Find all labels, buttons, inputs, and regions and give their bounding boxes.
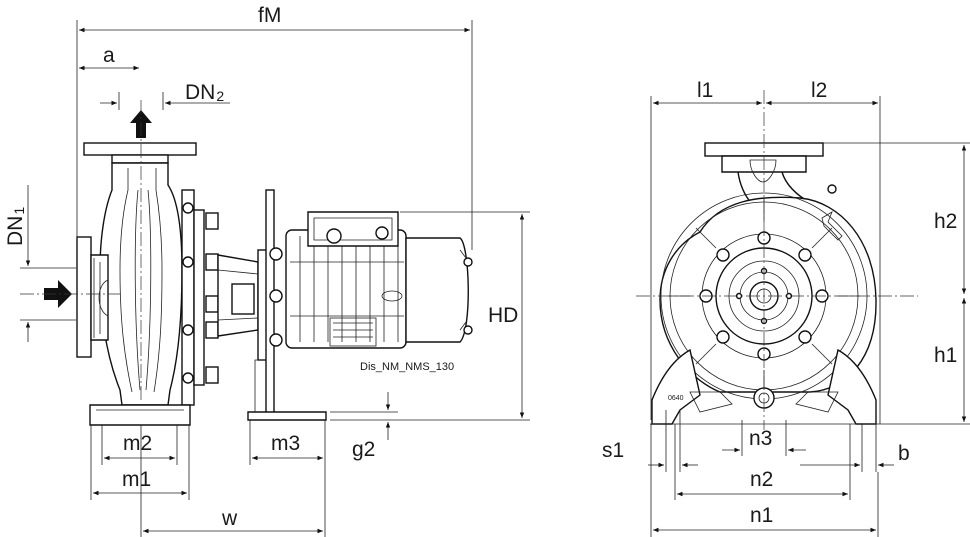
label-m1: m1 bbox=[122, 468, 151, 491]
dim-a: a bbox=[79, 44, 139, 71]
dim-n3: n3 bbox=[722, 420, 806, 456]
dim-h1: h1 bbox=[878, 298, 970, 425]
suction-arrow-icon bbox=[44, 280, 72, 308]
front-view: 0640 l1 l2 h2 h1 bbox=[602, 79, 970, 537]
label-l2: l2 bbox=[811, 79, 827, 102]
svg-text:DN2: DN2 bbox=[185, 81, 224, 104]
label-n2: n2 bbox=[750, 468, 773, 491]
dim-h2: h2 bbox=[823, 142, 970, 294]
dim-HD: HD bbox=[330, 211, 530, 421]
side-view: fM a DN2 DN1 HD bbox=[4, 4, 530, 537]
motor-side bbox=[285, 211, 473, 349]
dim-s1: s1 bbox=[602, 410, 698, 472]
label-s1: s1 bbox=[602, 439, 624, 462]
dim-dn1: DN1 bbox=[4, 185, 76, 342]
drawing-caption: Dis_NM_NMS_130 bbox=[360, 361, 454, 373]
dim-dn2: DN2 bbox=[100, 81, 230, 110]
dim-m3: m3 bbox=[249, 420, 326, 465]
label-b: b bbox=[898, 442, 910, 465]
label-m2: m2 bbox=[123, 432, 152, 455]
label-dn2: DN bbox=[185, 81, 215, 104]
label-n1: n1 bbox=[750, 504, 773, 527]
rotation-arrow-icon bbox=[821, 211, 843, 241]
casing-bolts bbox=[182, 202, 219, 384]
dim-m2: m2 bbox=[101, 425, 178, 465]
label-h2: h2 bbox=[934, 210, 957, 233]
label-g2: g2 bbox=[352, 438, 375, 461]
label-m3: m3 bbox=[271, 432, 300, 455]
casting-mark: 0640 bbox=[668, 395, 684, 402]
label-n3: n3 bbox=[749, 427, 772, 450]
label-dn2-sub: 2 bbox=[216, 88, 224, 104]
label-a: a bbox=[103, 44, 115, 67]
label-fM: fM bbox=[258, 4, 281, 27]
pump-casing-side bbox=[76, 142, 327, 426]
dim-n2: n2 bbox=[674, 424, 851, 500]
dim-l1: l1 bbox=[650, 79, 762, 420]
label-HD: HD bbox=[488, 304, 518, 327]
label-l1: l1 bbox=[697, 79, 713, 102]
label-w: w bbox=[221, 507, 238, 530]
dim-n1: n1 bbox=[650, 424, 879, 537]
label-dn1: DN bbox=[4, 216, 27, 246]
dim-g2: g2 bbox=[330, 392, 398, 461]
dim-m1: m1 bbox=[90, 425, 190, 500]
dim-b: b bbox=[800, 424, 910, 472]
dim-w: w bbox=[140, 425, 326, 537]
svg-text:DN1: DN1 bbox=[4, 207, 27, 246]
dim-l2: l2 bbox=[766, 79, 881, 424]
label-h1: h1 bbox=[934, 344, 957, 367]
dim-fM: fM bbox=[76, 4, 473, 250]
label-dn1-sub: 1 bbox=[11, 207, 27, 215]
